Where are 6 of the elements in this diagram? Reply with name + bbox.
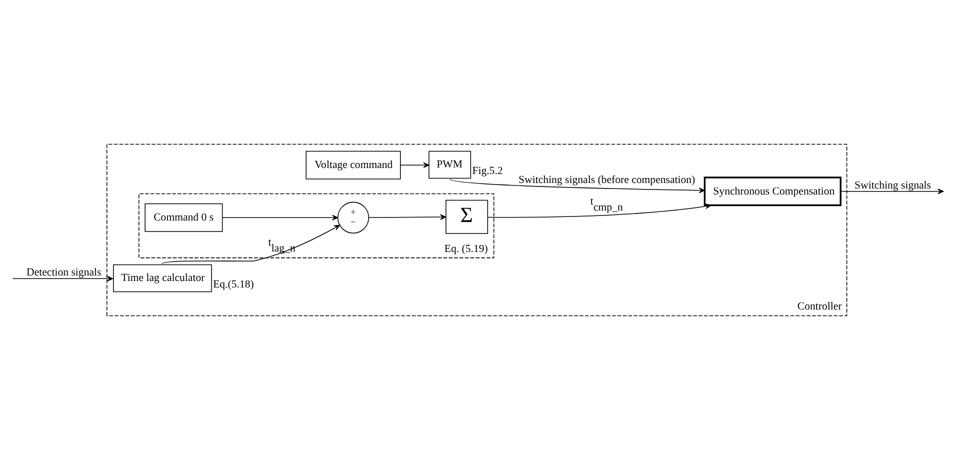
edge-label: Detection signals [26,266,101,279]
node-label: Eq.(5.18) [212,278,254,290]
node-label: Eq. (5.19) [444,242,488,255]
edge-label: Switching signals [854,179,931,192]
edge-label: Switching signals (before compensation) [518,174,695,186]
node-label: Fig.5.2 [472,164,502,177]
